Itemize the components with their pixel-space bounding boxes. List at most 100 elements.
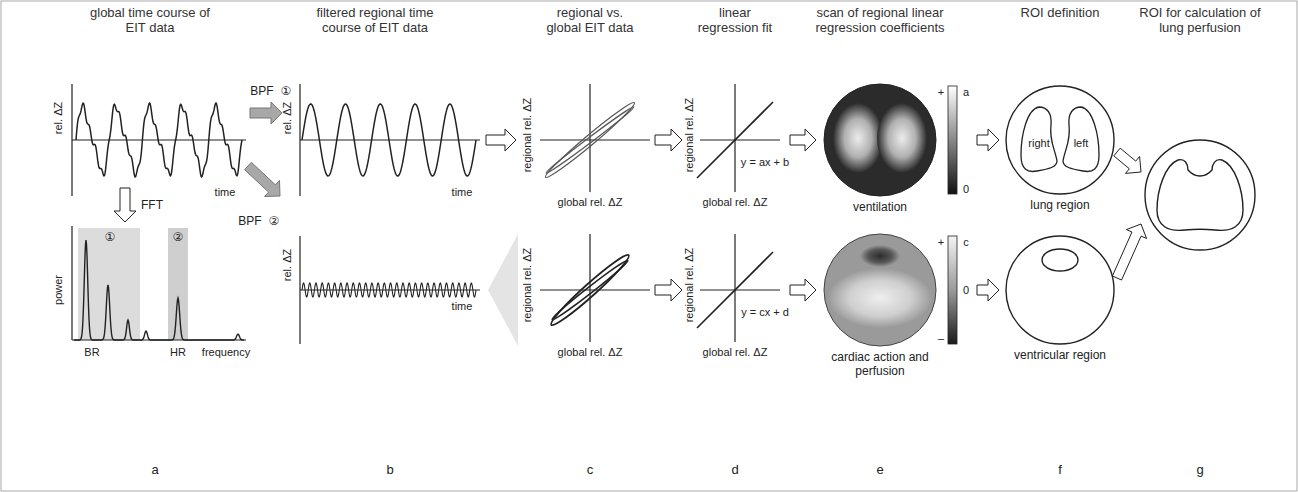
axis-label: frequency [202,346,250,359]
scale-tick: + [938,236,944,249]
callout-number: ② [173,231,184,245]
axis-label: global rel. ΔZ [703,196,768,209]
hysteresis-loop [550,258,629,322]
column-heading: scan of regional linear regression coeff… [800,6,960,36]
hysteresis-loop [547,251,632,330]
axis-line [71,226,72,340]
peak-label: HR [170,346,186,359]
axis-line [700,289,780,290]
ventilation-signal [302,104,476,176]
axis-label: time [215,186,236,199]
axis-label: global rel. ΔZ [703,346,768,359]
power-spectrum [74,240,244,340]
axis-line [700,139,780,140]
perfusion-roi [1157,160,1243,231]
color-bar [948,86,957,194]
node-outline [1005,235,1115,345]
axis-label: time [452,300,473,313]
flow-arrow [655,279,682,301]
axis-label: regional rel. ΔZ [521,248,534,323]
lung-label: left [1074,137,1089,150]
scan-circle: cardiac action and perfusion [823,233,937,347]
node-outline [823,233,937,347]
hysteresis-loop [542,99,637,181]
column-heading: linear regression fit [690,6,780,36]
scan-disc [824,84,936,196]
flow-arrow [977,279,999,301]
column-heading: ROI definition [1020,6,1100,21]
axis-line [589,84,590,192]
band-highlight [168,228,188,340]
hysteresis-loop [545,105,636,175]
lung-blob [877,103,927,173]
scan-circle: lung regionrightleft [1005,85,1115,195]
thorax-outline [1006,86,1114,194]
thorax-outline [1006,236,1114,344]
column-heading: regional vs. global EIT data [540,6,640,36]
flow-arrow [655,129,682,151]
axis-label: rel. ΔZ [281,249,294,281]
transform-label: FFT [141,199,163,213]
scan-caption: ventilation [810,201,950,215]
axis-line [734,234,735,342]
axis-label: rel. ΔZ [281,102,294,134]
scale-tick: 0 [963,183,969,196]
color-bar [948,236,957,344]
cardiac-signal [302,283,476,297]
scan-caption: cardiac action and perfusion [810,351,950,379]
lung-shape: right [1019,105,1059,175]
flow-arrow [1112,224,1146,280]
axis-label: global rel. ΔZ [558,346,623,359]
fft-arrow [114,188,136,222]
column-heading: ROI for calculation of lung perfusion [1135,6,1265,36]
flow-arrow [486,129,516,151]
scan-disc [824,234,936,346]
lung-blob [833,103,883,173]
flow-arrow [1114,148,1141,173]
axis-label: regional rel. ΔZ [683,248,696,323]
panel-letter: g [1196,463,1203,478]
axis-label: rel. ΔZ [52,102,65,134]
global-waveform [76,103,242,177]
node-outline [823,83,937,197]
regression-equation: y = ax + b [741,156,789,169]
lung-outline [1063,107,1099,171]
peak-label: BR [84,346,99,359]
lung-label: right [1028,137,1049,150]
scale-tick: c [963,236,969,249]
axis-label: regional rel. ΔZ [521,98,534,173]
ventricle-roi [1042,249,1078,271]
flow-arrow [977,129,999,151]
scale-tick: + [938,86,944,99]
lung-outline [1021,107,1057,171]
panel-letter: b [386,463,393,478]
zoom-wedge [488,234,518,346]
filter-label: BPF [238,215,261,229]
panel-letter: f [1058,463,1062,478]
panel-letter: c [587,463,594,478]
axis-line [300,139,480,140]
axis-line [589,234,590,342]
scan-circle: ventricular region [1005,235,1115,345]
filter-arrow [245,162,280,196]
column-heading: global time course of EIT data [85,6,215,36]
column-heading: filtered regional time course of EIT dat… [300,6,450,36]
axis-label: regional rel. ΔZ [683,98,696,173]
scan-caption: ventricular region [990,349,1130,363]
scale-tick: a [963,86,969,99]
regression-equation: y = cx + d [741,306,789,319]
lung-shape: left [1061,105,1101,175]
filter-label: BPF [250,85,273,99]
scan-caption: lung region [990,199,1130,213]
scan-circle: ventilation [823,83,937,197]
panel-letter: d [731,463,738,478]
axis-label: global rel. ΔZ [558,196,623,209]
axis-label: time [452,186,473,199]
scale-tick: 0 [963,284,969,297]
flow-arrow [790,279,816,301]
